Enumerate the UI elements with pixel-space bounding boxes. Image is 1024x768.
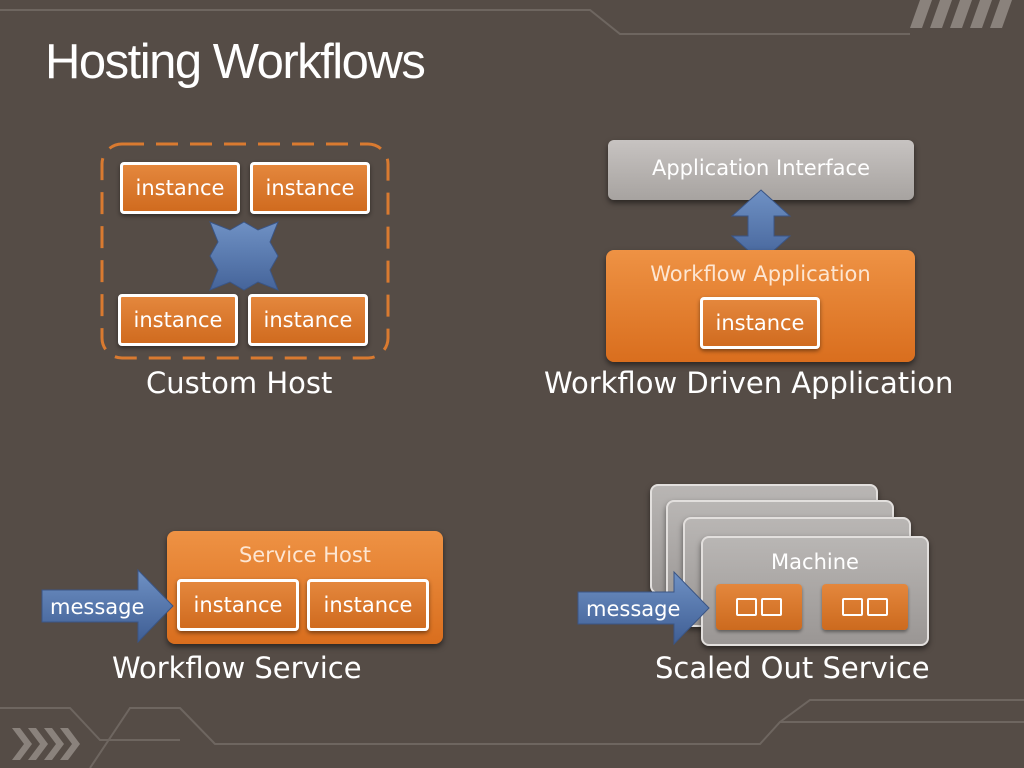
instance-box: instance [307, 579, 429, 631]
message-label: message [50, 595, 145, 619]
instance-box: instance [120, 162, 240, 214]
workflow-driven-app-caption: Workflow Driven Application [544, 366, 954, 400]
message-label: message [586, 597, 681, 621]
instance-box: instance [248, 294, 368, 346]
instance-box: instance [177, 579, 299, 631]
instance-pair-icon [716, 584, 802, 630]
instance-box: instance [700, 297, 820, 349]
instance-pair-icon [822, 584, 908, 630]
instance-box: instance [250, 162, 370, 214]
custom-host-caption: Custom Host [146, 366, 333, 400]
four-way-arrow-icon [209, 221, 279, 291]
message-arrow-icon [41, 568, 174, 644]
stripes-icon [910, 0, 1012, 28]
workflow-application-label: Workflow Application [650, 262, 871, 286]
service-host-label: Service Host [238, 543, 372, 567]
scaled-out-service-caption: Scaled Out Service [655, 651, 930, 685]
custom-host-boundary [100, 142, 390, 360]
workflow-service-caption: Workflow Service [112, 651, 362, 685]
page-title: Hosting Workflows [45, 35, 426, 89]
chevrons-icon [12, 728, 80, 760]
machine-label: Machine [771, 550, 859, 574]
application-interface-box: Application Interface [608, 140, 914, 200]
application-interface-label: Application Interface [651, 156, 871, 180]
message-arrow-icon [577, 570, 710, 646]
instance-box: instance [118, 294, 238, 346]
